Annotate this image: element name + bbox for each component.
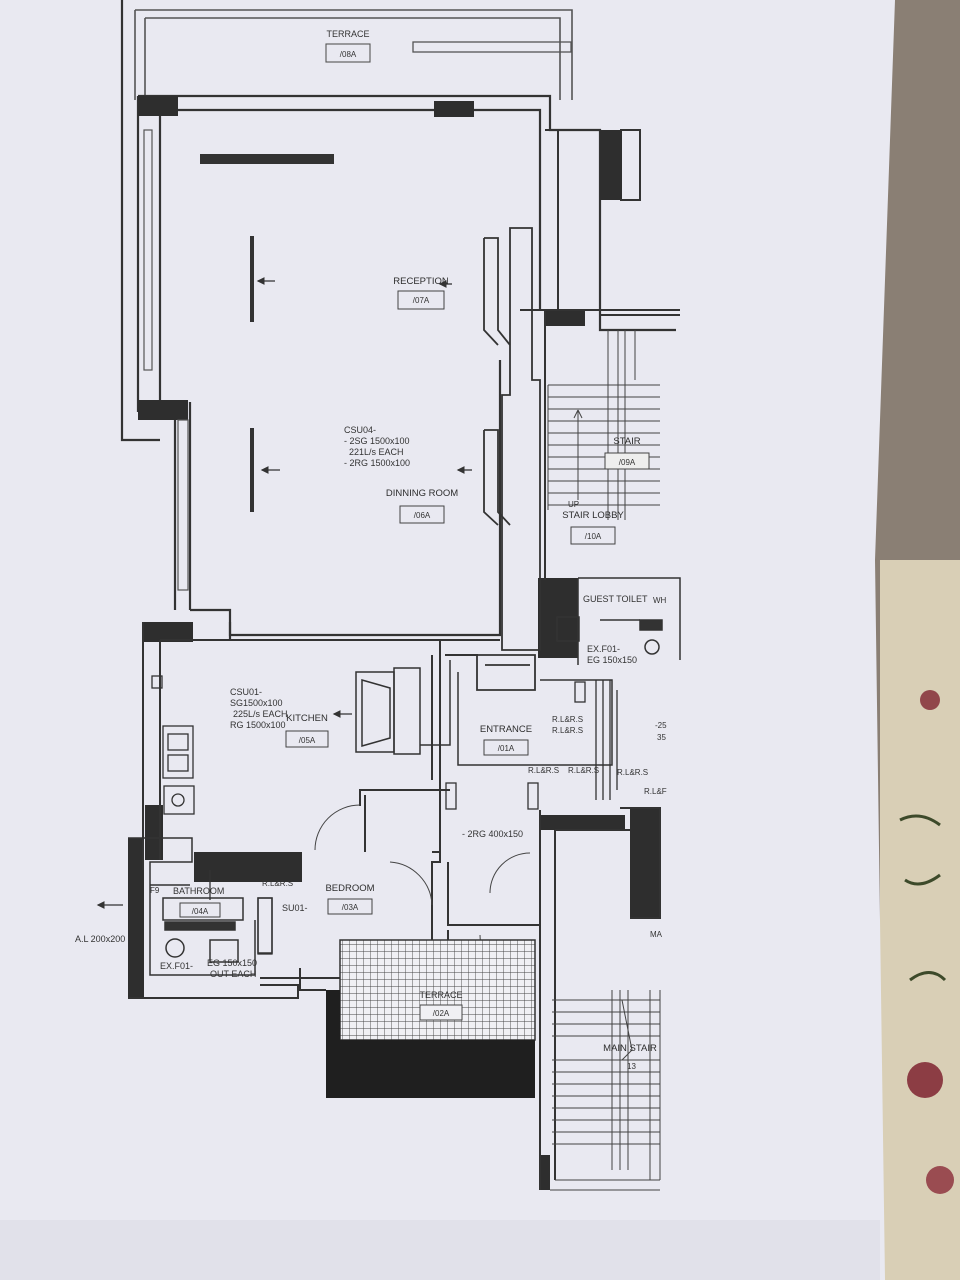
bathroom-label: BATHROOM bbox=[173, 886, 224, 896]
bathroom-f9: F9 bbox=[150, 886, 160, 895]
rlrs-label-3: R.L&R.S bbox=[528, 766, 559, 775]
bedroom-code-box bbox=[327, 898, 373, 915]
ex-f01-bath-1: EX.F01- bbox=[160, 961, 193, 971]
fabric-background bbox=[880, 560, 960, 1280]
kitchen-code: /05A bbox=[299, 736, 316, 745]
csu04-line-2: - 2SG 1500x100 bbox=[344, 436, 410, 446]
bedroom-fcu bbox=[209, 870, 273, 955]
window-slits-left bbox=[143, 129, 189, 591]
reception-label: RECEPTION bbox=[393, 276, 449, 287]
dining-code-box bbox=[399, 505, 445, 524]
stair-lobby-label: STAIR LOBBY bbox=[562, 510, 624, 521]
guest-toilet-wh: WH bbox=[653, 596, 667, 605]
bath-rlrs-label: R.L&R.S bbox=[262, 879, 293, 888]
stair-up-label: UP bbox=[568, 500, 579, 509]
bathroom-code-box bbox=[179, 902, 221, 918]
terrace-bottom-code: /02A bbox=[433, 1009, 450, 1018]
csu04-line-4: - 2RG 1500x100 bbox=[344, 458, 410, 468]
airflow-arrows bbox=[96, 277, 472, 909]
kitchen-fcu bbox=[355, 660, 613, 766]
terrace-bottom-base bbox=[326, 990, 535, 1098]
kitchen-code-box bbox=[285, 730, 329, 748]
stair-lobby-code: /10A bbox=[585, 532, 602, 541]
csu01-line-4: RG 1500x100 bbox=[230, 720, 286, 730]
linear-grilles bbox=[200, 154, 334, 512]
terrace-bottom-tiles bbox=[339, 939, 536, 1041]
main-stair-label: MAIN STAIR bbox=[603, 1043, 657, 1054]
terrace-top-label: TERRACE bbox=[326, 29, 369, 39]
return-grilles bbox=[445, 782, 539, 810]
guest-toilet-label: GUEST TOILET bbox=[583, 594, 648, 604]
dining-code: /06A bbox=[414, 511, 431, 520]
rlrs-risers bbox=[574, 680, 618, 800]
entrance-label: ENTRANCE bbox=[480, 724, 532, 735]
entrance-code-box bbox=[483, 739, 529, 756]
terrace-top bbox=[134, 9, 573, 100]
stair-code-box bbox=[604, 452, 650, 470]
supply-duct bbox=[476, 227, 541, 691]
rlrs-label-2: R.L&R.S bbox=[552, 726, 583, 735]
main-stair bbox=[550, 990, 661, 1191]
walls-east-upper bbox=[520, 129, 680, 580]
main-stair-number: 13 bbox=[627, 1062, 636, 1071]
ex-f01-guest-1: EX.F01- bbox=[587, 644, 620, 654]
side-label-35: 35 bbox=[657, 733, 666, 742]
al-louver-label: A.L 200x200 bbox=[75, 934, 125, 944]
bathroom-code: /04A bbox=[192, 907, 209, 916]
ex-f01-bath-2: EG 150x150 bbox=[207, 958, 257, 968]
csu04-line-1: CSU04- bbox=[344, 425, 376, 435]
kitchen-fixtures bbox=[151, 675, 195, 815]
ma-label: MA bbox=[650, 930, 663, 939]
bedroom-unit: SU01- bbox=[282, 903, 308, 913]
photo-shadow bbox=[0, 1220, 880, 1280]
return-grille-label: - 2RG 400x150 bbox=[462, 829, 523, 839]
terrace-bottom-label: TERRACE bbox=[419, 990, 462, 1000]
csu01-line-1: CSU01- bbox=[230, 687, 262, 697]
csu01-line-2: SG1500x100 bbox=[230, 698, 283, 708]
rlrs-label-1: R.L&R.S bbox=[552, 715, 583, 724]
rlrs-label-partial: R.L&F bbox=[644, 787, 667, 796]
bedroom-code: /03A bbox=[342, 903, 359, 912]
stair-label: STAIR bbox=[613, 436, 640, 447]
reception-code-box bbox=[397, 290, 445, 310]
kitchen-label: KITCHEN bbox=[286, 713, 328, 724]
walls-middle bbox=[142, 622, 661, 1190]
rlrs-label-4: R.L&R.S bbox=[568, 766, 599, 775]
bedroom-label: BEDROOM bbox=[325, 883, 374, 894]
csu04-line-3: 221L/s EACH bbox=[349, 447, 404, 457]
ex-f01-bath-3: OUT EACH bbox=[210, 969, 256, 979]
reception-code: /07A bbox=[413, 296, 430, 305]
stair-lobby-code-box bbox=[570, 526, 616, 545]
terrace-top-code: /08A bbox=[340, 50, 357, 59]
entrance-code: /01A bbox=[498, 744, 515, 753]
side-label-25: -25 bbox=[655, 721, 667, 730]
ex-f01-guest-2: EG 150x150 bbox=[587, 655, 637, 665]
dining-label: DINNING ROOM bbox=[386, 488, 458, 499]
wall-solid-blocks bbox=[128, 96, 660, 1190]
stair-treads bbox=[547, 330, 660, 520]
rlrs-label-5: R.L&R.S bbox=[617, 768, 648, 777]
csu01-line-3: 225L/s EACH bbox=[233, 709, 288, 719]
guest-toilet bbox=[556, 577, 681, 665]
terrace-bottom-code-box bbox=[419, 1004, 463, 1021]
stair-code: /09A bbox=[619, 458, 636, 467]
